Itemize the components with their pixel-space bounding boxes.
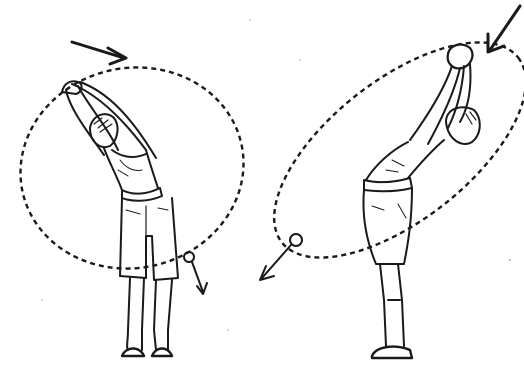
front-view-figure (2, 42, 263, 356)
side-view-belt (364, 178, 412, 191)
side-view-hands (448, 45, 473, 69)
side-view-shorts (364, 188, 413, 264)
side-view-bottom-arrow-icon (260, 234, 302, 280)
front-view-motion-path (2, 47, 263, 289)
side-view-legs (380, 264, 404, 346)
front-view-legs (127, 278, 172, 350)
print-speckles (21, 19, 511, 331)
side-view-feet (372, 347, 412, 358)
side-view-arms (410, 64, 471, 144)
side-view-motion-path (239, 2, 524, 297)
front-view-top-arrow-icon (72, 42, 126, 64)
front-view-bottom-arrow-icon (184, 252, 207, 294)
front-view-head (90, 114, 117, 147)
side-view-figure (239, 2, 524, 358)
side-view-torso (366, 140, 444, 180)
side-view-top-arrow-icon (488, 6, 520, 52)
front-view-feet (122, 349, 172, 357)
front-view-belt (122, 188, 162, 201)
front-view-arms (66, 82, 156, 158)
side-view-head (446, 107, 480, 144)
